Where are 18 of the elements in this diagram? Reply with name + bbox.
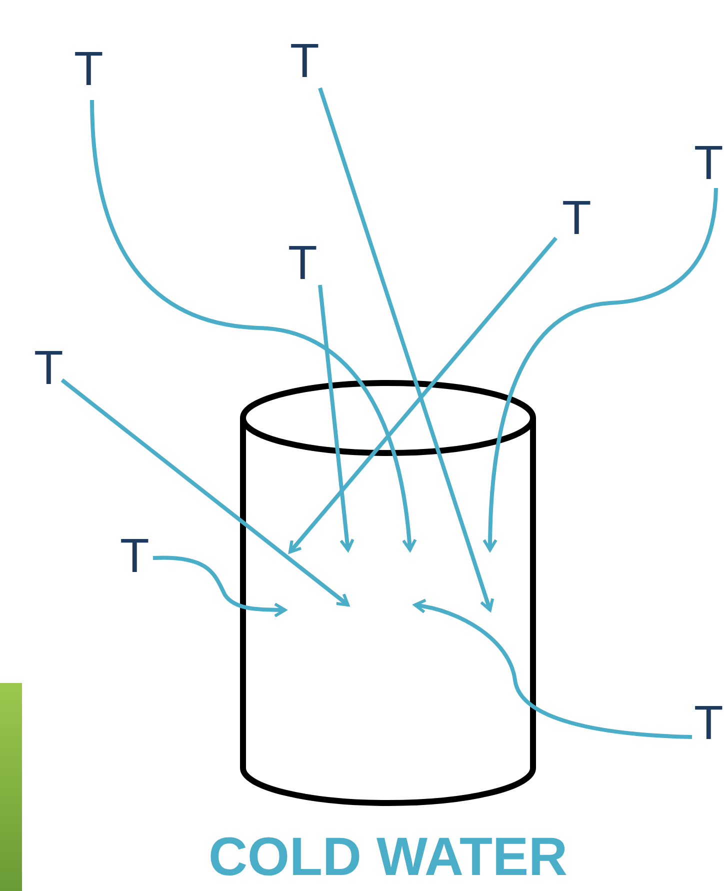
letter-label: T (562, 195, 592, 243)
letter-label: T (288, 240, 318, 288)
arrow (318, 284, 354, 552)
letter-label: T (120, 533, 150, 581)
letter-label: T (694, 140, 724, 188)
arrow (482, 188, 718, 552)
arrow (90, 100, 416, 552)
arrow (152, 556, 286, 618)
letter-label: T (694, 700, 724, 748)
arrow (414, 599, 692, 739)
arrow (318, 87, 494, 612)
arrow (60, 378, 350, 607)
letter-label: T (34, 345, 64, 393)
letter-label: T (74, 46, 104, 94)
cylinder-label: COLD WATER (208, 830, 568, 884)
arrow (288, 236, 558, 554)
side-bar (0, 683, 22, 891)
letter-label: T (290, 38, 320, 86)
